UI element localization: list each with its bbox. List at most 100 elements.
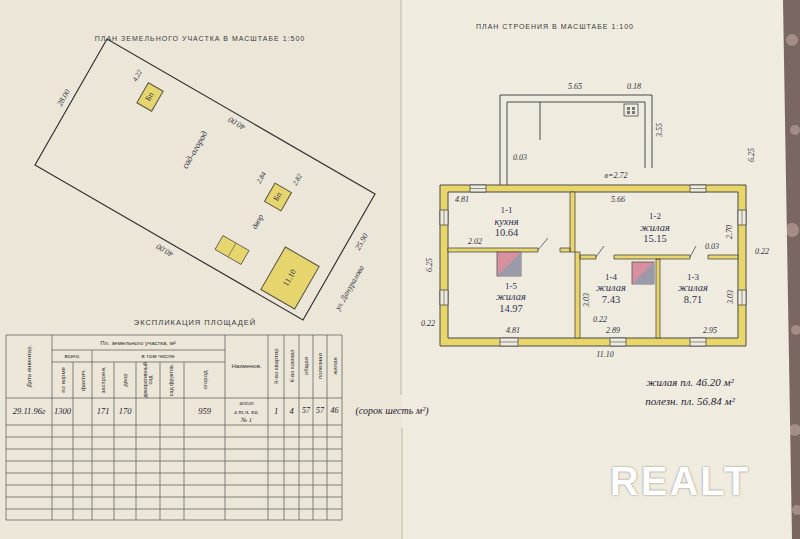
outbuilding: Бп: [136, 82, 164, 112]
fixture: [624, 104, 638, 116]
dimension: 0.18: [627, 83, 641, 91]
plot-boundary: [35, 39, 375, 320]
dimension: 6.25: [426, 258, 434, 272]
dimension: 3.55: [656, 123, 664, 137]
room: 1-1кухня10.64: [448, 204, 565, 242]
door: [538, 238, 696, 257]
plot-dimension: 2.82: [292, 173, 304, 187]
table-header: Пл. земельного участка, м²: [100, 340, 176, 346]
outbuilding: [215, 236, 249, 265]
table-cell: 171: [97, 407, 110, 416]
plan-heading: ПЛАН ЗЕМЕЛЬНОГО УЧАСТКА В МАСШТАБЕ 1:500: [95, 35, 305, 42]
dimension: 3.03: [583, 293, 591, 307]
window: [440, 185, 746, 346]
table-header: застроен.: [100, 367, 106, 394]
dimension: 4.81: [506, 327, 520, 335]
table-cell: 57: [316, 407, 324, 415]
dimension: 0.22: [421, 320, 435, 328]
room: 1-4жилая7.43: [592, 266, 630, 312]
table-cell: 170: [119, 407, 132, 416]
street-label: ул. Дануралова: [334, 264, 366, 312]
table-header: К-во комнат: [289, 349, 295, 382]
dimension: 0.22: [593, 316, 607, 324]
table-grid: [6, 335, 342, 520]
dimension: 0.22: [755, 248, 769, 256]
dimension: в=2.72: [605, 172, 628, 180]
table-header: по норме: [60, 367, 66, 393]
room-area: 7.43: [602, 294, 620, 306]
carpet-dot: [792, 505, 800, 515]
room-number: 1-5: [505, 282, 517, 292]
room: 1-5жилая14.97: [450, 278, 572, 318]
left-page: [0, 0, 402, 539]
stove-shade: [632, 262, 654, 284]
table-header: всего: [65, 353, 80, 359]
building-label: 11.10: [282, 268, 298, 288]
dimension: 2.70: [726, 225, 734, 239]
carpet-dot: [785, 223, 799, 237]
carpet-dot: [791, 325, 800, 335]
outbuilding: Бп: [264, 182, 292, 211]
fixture-detail: [627, 107, 635, 114]
table-header: огород: [202, 371, 208, 390]
table-cell: 46: [331, 407, 339, 415]
table-cell: в т.ч. кв.: [234, 408, 259, 415]
table-header: К-во квартир: [273, 348, 279, 383]
table-cell: 29.11.96г: [13, 407, 45, 416]
outer-wall: [440, 185, 746, 346]
table-header: жилая: [332, 357, 338, 374]
table-cell: 959: [198, 407, 211, 416]
room-area: 10.64: [495, 227, 519, 239]
stove: [497, 252, 521, 276]
plan-heading: ПЛАН СТРОЕНИЯ В МАСШТАБЕ 1:100: [476, 23, 634, 30]
table-header: полезная: [317, 353, 323, 379]
plot-dimension: 2.84: [256, 171, 268, 185]
room-number: 1-4: [605, 273, 617, 283]
watermark: REALT: [610, 461, 750, 501]
room-number: 1-2: [649, 212, 661, 222]
area-label: сад-огород: [181, 130, 210, 171]
stove-shade: [497, 252, 521, 276]
dimension: 5.66: [611, 196, 625, 204]
outbuilding-line: [228, 243, 236, 257]
window-pane: [444, 189, 742, 343]
dimension: 5.65: [568, 83, 582, 91]
dimension: 3.03: [727, 290, 735, 304]
area-label: двор: [251, 213, 266, 230]
dimension: 2.02: [468, 238, 482, 246]
room-name: жилая: [496, 291, 526, 303]
room-number: 1-1: [501, 206, 513, 216]
dimension: 2.95: [703, 327, 717, 335]
area-note: жилая пл. 46.20 м²: [646, 377, 734, 388]
table-header: декоративный сад: [143, 361, 154, 399]
table-header: Наименов.: [232, 363, 262, 369]
area-note: полезн. пл. 56.84 м²: [645, 396, 734, 407]
room-name: жилая: [596, 282, 626, 294]
inner-wall: [448, 192, 738, 338]
room-area: 8.71: [684, 294, 702, 306]
room: 1-3жилая8.71: [662, 266, 724, 312]
table-cell: № 1: [241, 417, 252, 424]
table-cell: 4: [289, 407, 293, 416]
building-label: Бп: [144, 91, 156, 103]
table-cell: 1300: [54, 407, 71, 416]
room-area: 15.15: [643, 233, 667, 245]
stove: [632, 262, 654, 284]
house-footprint: 11.10: [260, 246, 320, 309]
building-label: Бп: [272, 191, 284, 203]
plot-dimension: 4.22: [132, 69, 144, 83]
carpet-dot: [790, 125, 800, 135]
table-cell: 57: [302, 407, 310, 415]
carpet-dot: [789, 424, 800, 436]
dimension: 11.10: [596, 351, 613, 359]
table-header: двор: [122, 373, 128, 386]
room-name: жилая: [678, 282, 708, 294]
dimension: 6.25: [748, 148, 756, 162]
room-name: жилая: [640, 222, 670, 234]
table-header: сад фруктов.: [169, 361, 174, 399]
table-header: общая: [303, 357, 309, 375]
